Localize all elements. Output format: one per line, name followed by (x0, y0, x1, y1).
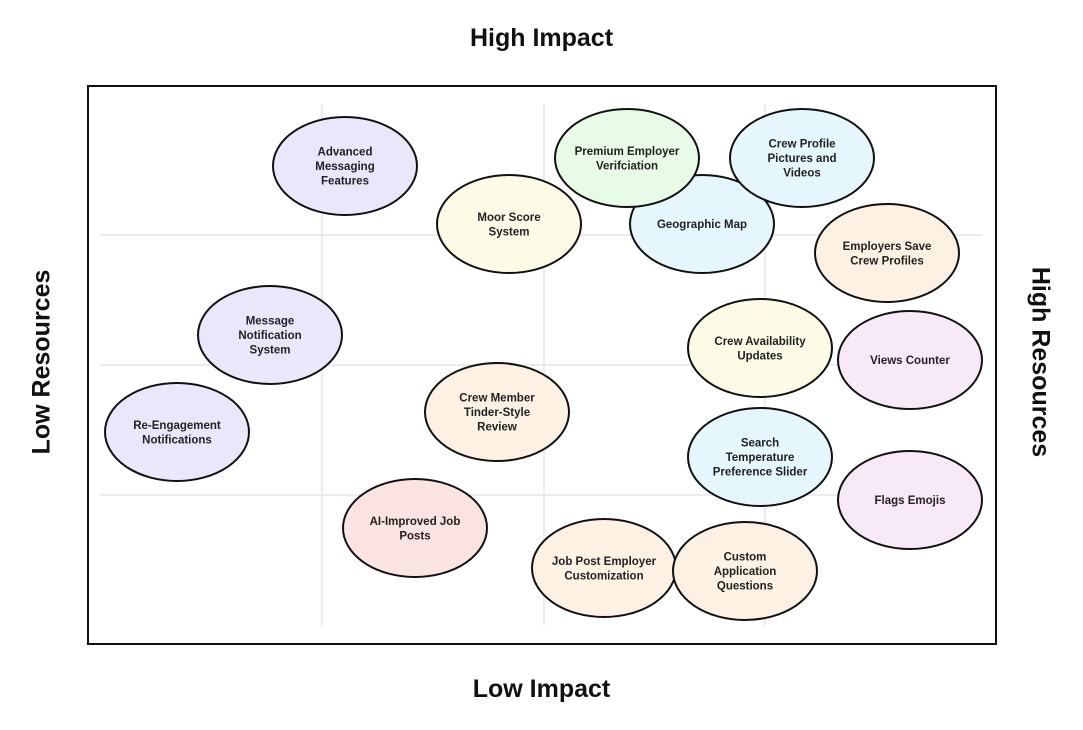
feature-bubble: Flags Emojis (837, 450, 983, 550)
bubble-label-line: Questions (717, 581, 773, 593)
bubble-label-line: Crew Profiles (850, 255, 924, 267)
bubble-label-line: Crew Profile (768, 139, 835, 151)
bubble-shape (687, 298, 833, 398)
bubble-label-line: Custom (724, 552, 767, 564)
bubble-label-line: Message (246, 316, 295, 328)
bubble-label-line: Temperature (726, 452, 795, 464)
bubble-label: Geographic Map (657, 219, 747, 231)
bubble-label-line: Crew Member (459, 393, 535, 405)
bubble-label: Views Counter (870, 355, 950, 367)
bubble-label-line: Re-Engagement (133, 420, 221, 432)
bubble-shape (104, 382, 250, 482)
bubble-shape (197, 285, 343, 385)
bubble-label-line: Notification (238, 330, 301, 342)
bubble-label-line: Employers Save (843, 241, 932, 253)
bubble-label-line: Premium Employer (575, 146, 680, 158)
bubble-label-line: Updates (737, 350, 782, 362)
bubble-label-line: Geographic Map (657, 219, 747, 231)
bubble-label-line: Videos (783, 168, 821, 180)
feature-bubble: Views Counter (837, 310, 983, 410)
bubble-shape (837, 310, 983, 410)
bubble-shape (531, 518, 677, 618)
bubble-label-line: Verifciation (596, 160, 658, 172)
bubble-shape (272, 116, 418, 216)
bubble-shape (436, 174, 582, 274)
bubble-shape (672, 521, 818, 621)
bubble-shape (687, 407, 833, 507)
bubble-shape (342, 478, 488, 578)
bubble-label-line: Preference Slider (713, 467, 808, 479)
bubble-shape (814, 203, 960, 303)
bubble-label-line: AI-Improved Job (370, 516, 461, 528)
bubble-label-line: Application (714, 566, 777, 578)
bubble-shape (554, 108, 700, 208)
axis-label-high-impact: High Impact (469, 24, 614, 52)
bubble-label-line: Tinder-Style (464, 407, 530, 419)
bubble-label-line: Advanced (318, 147, 373, 159)
bubble-label-line: Messaging (315, 161, 374, 173)
bubble-label-line: Views Counter (870, 355, 950, 367)
axis-label-low-impact: Low Impact (472, 675, 611, 703)
bubble-label-line: Moor Score (477, 212, 540, 224)
bubble-label-line: Features (321, 176, 369, 188)
bubble-label-line: Job Post Employer (552, 556, 657, 568)
bubble-label-line: System (250, 345, 291, 357)
bubble-label-line: Flags Emojis (875, 495, 946, 507)
bubble-label-line: Posts (399, 530, 430, 542)
bubble-label-line: Crew Availability (714, 336, 806, 348)
bubble-label-line: Pictures and (767, 153, 836, 165)
bubble-shape (837, 450, 983, 550)
bubble-label-line: Search (741, 438, 779, 450)
bubble-label-line: Notifications (142, 434, 212, 446)
bubble-label-line: System (489, 226, 530, 238)
bubble-shape (424, 362, 570, 462)
bubble-label: Flags Emojis (875, 495, 946, 507)
bubble-label-line: Review (477, 422, 517, 434)
bubble-label-line: Customization (564, 570, 643, 582)
bubble-shape (729, 108, 875, 208)
